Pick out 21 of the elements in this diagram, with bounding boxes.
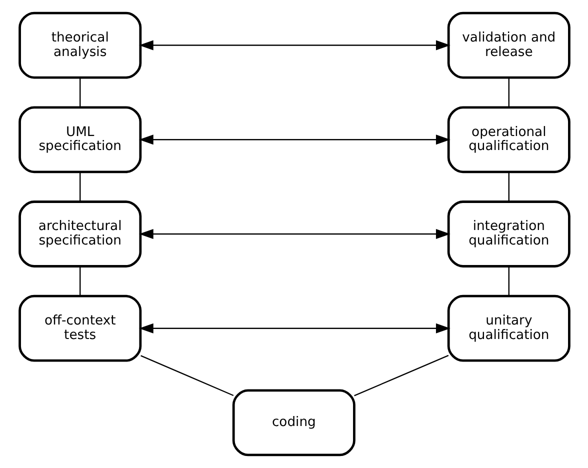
- arrow: [138, 228, 450, 240]
- node-box: off-context tests: [18, 294, 142, 362]
- node-box: unitary qualification: [446, 294, 570, 362]
- connector: [508, 172, 509, 202]
- connector: [354, 354, 448, 396]
- arrow: [138, 323, 450, 334]
- node-box: architectural specification: [18, 200, 142, 268]
- connector: [140, 355, 234, 396]
- connector: [508, 266, 509, 296]
- node-box: UML specification: [18, 106, 142, 174]
- node-box: operational qualification: [446, 106, 570, 174]
- node-box: coding: [232, 389, 355, 456]
- arrow: [138, 134, 450, 145]
- connector: [508, 78, 509, 108]
- node-box: theorical analysis: [18, 12, 142, 79]
- connector: [79, 172, 80, 202]
- node-box: validation and release: [446, 12, 570, 79]
- connector: [79, 78, 80, 108]
- connector: [79, 266, 80, 296]
- arrow: [138, 40, 450, 50]
- node-box: integration qualification: [446, 200, 570, 268]
